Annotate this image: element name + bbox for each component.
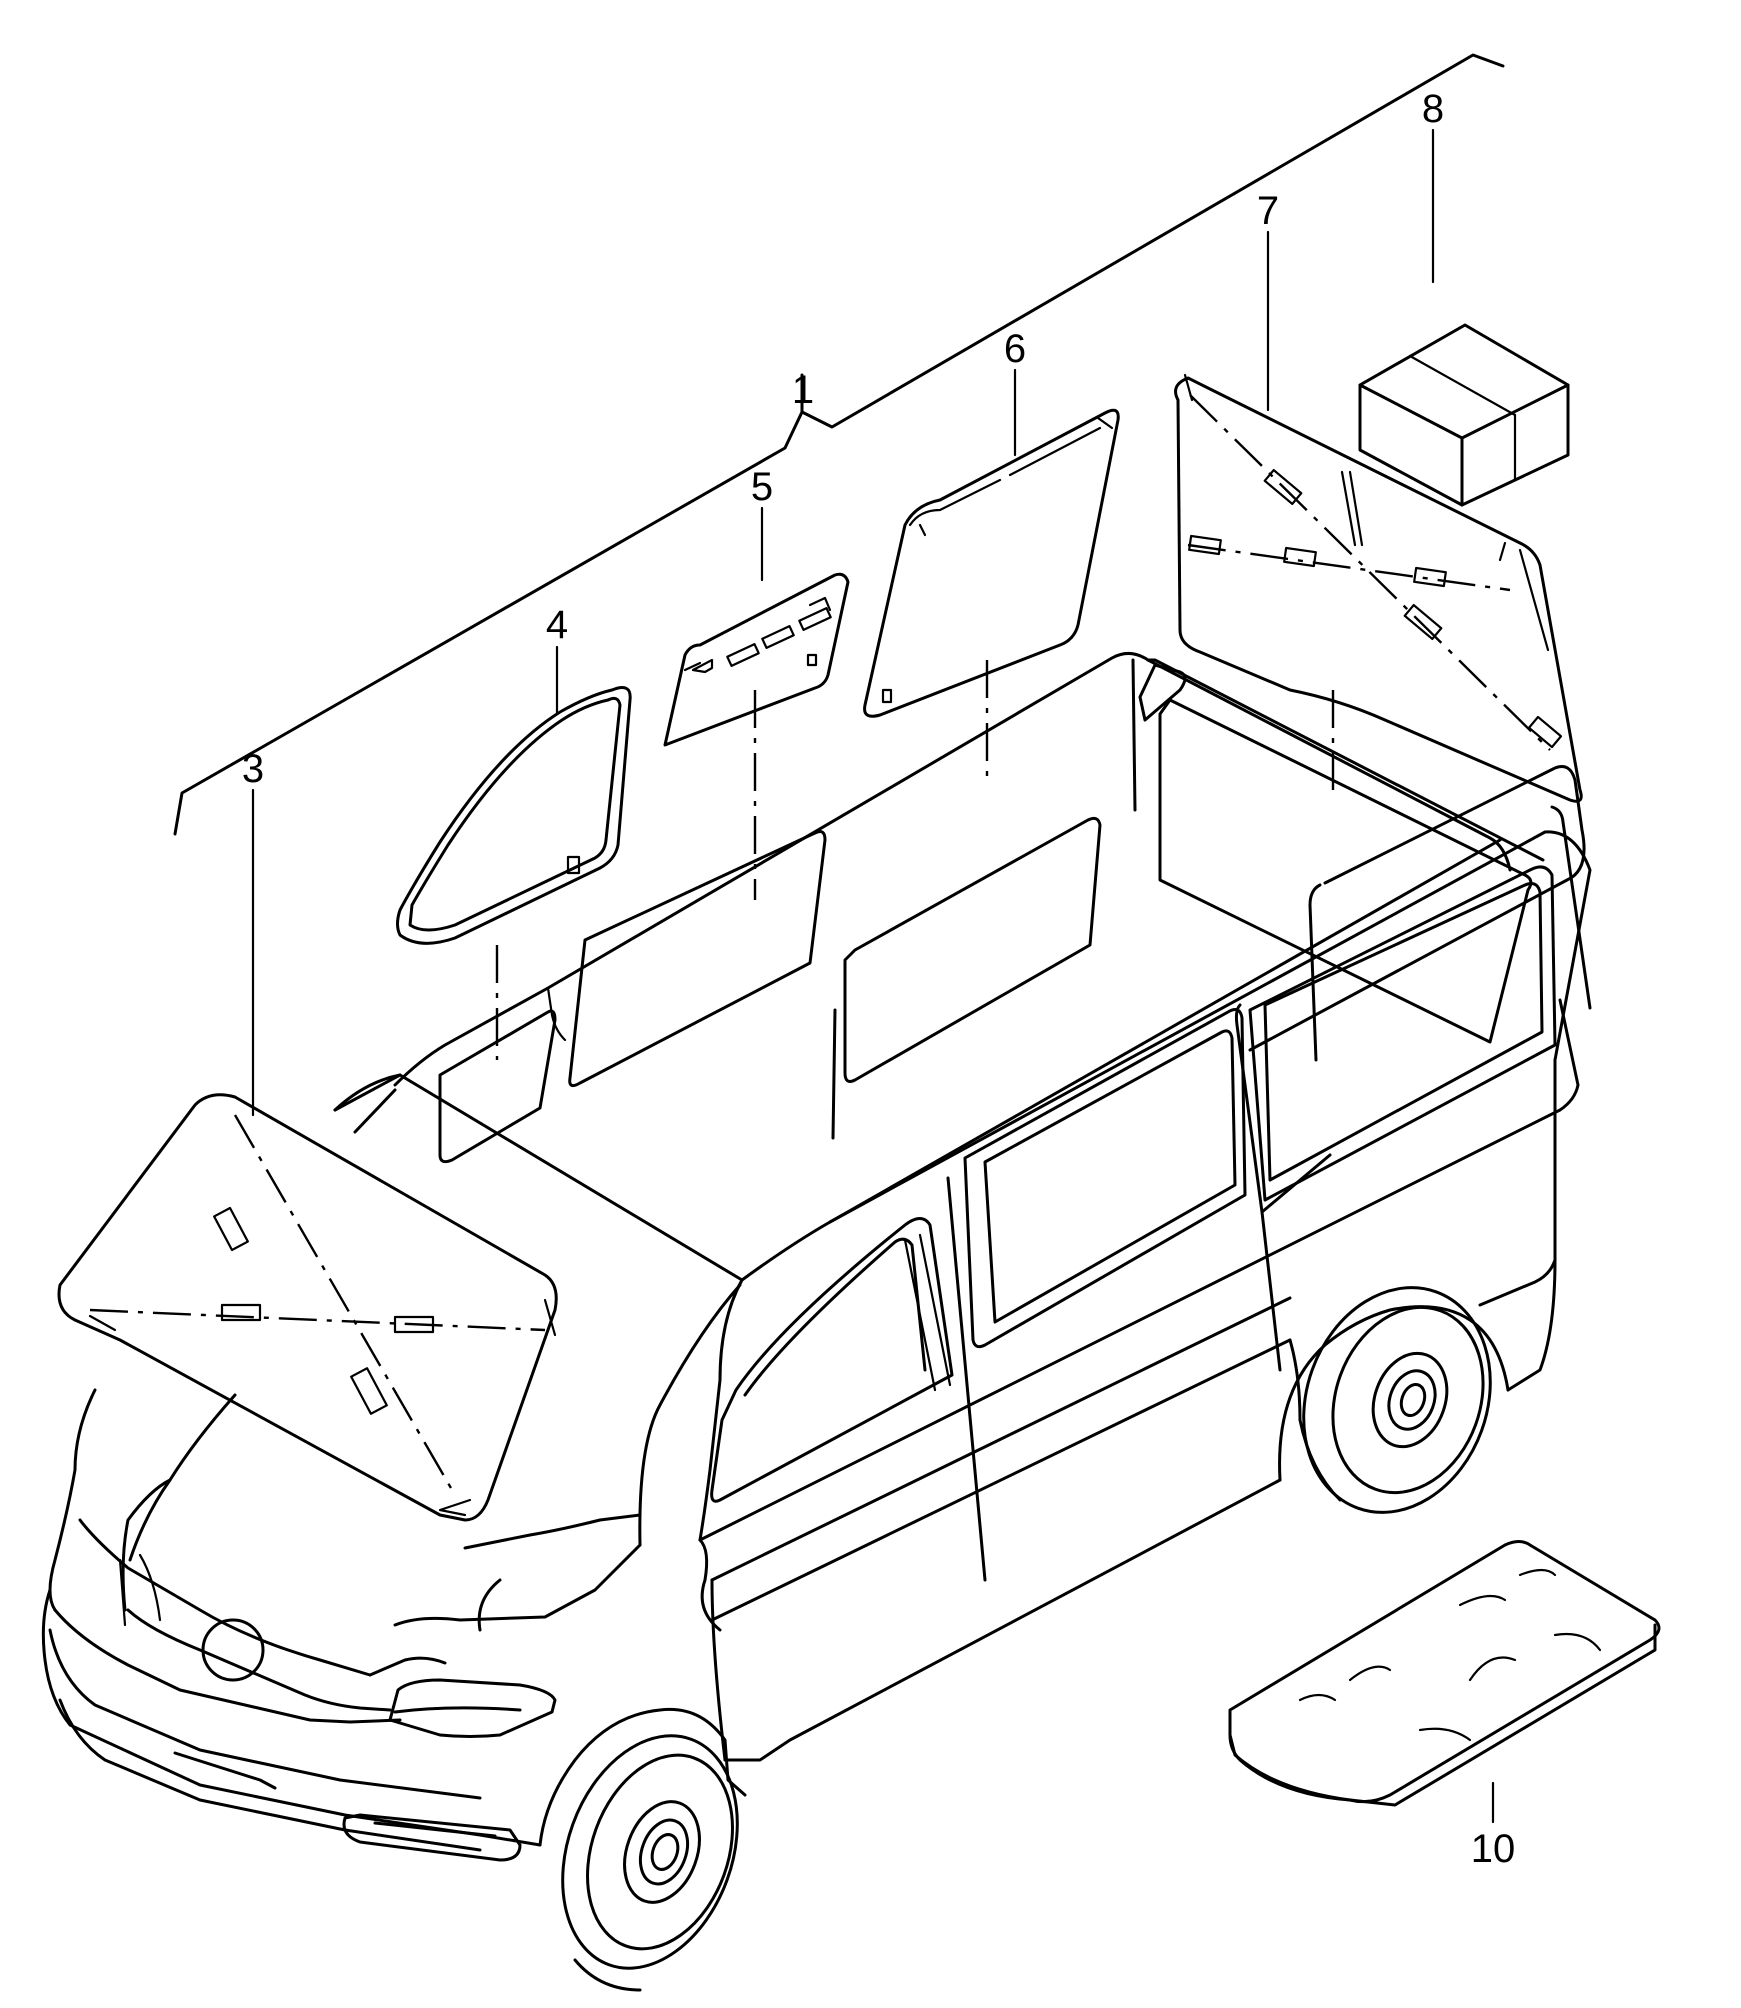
callout-1: 1 bbox=[792, 368, 814, 412]
part-10-mat bbox=[1228, 1540, 1661, 1807]
callout-8: 8 bbox=[1422, 87, 1444, 131]
assembly-dashed-lines bbox=[495, 660, 1335, 1060]
part-7-rear-window bbox=[1174, 373, 1583, 803]
callout-7: 7 bbox=[1257, 189, 1279, 233]
part-6-side-window bbox=[863, 408, 1120, 718]
callout-4: 4 bbox=[546, 603, 568, 647]
group-bracket-1 bbox=[173, 53, 1505, 836]
callout-3: 3 bbox=[242, 747, 264, 791]
van-body bbox=[41, 652, 1592, 1992]
part-3-windscreen bbox=[57, 1093, 558, 1522]
leader-lines bbox=[251, 128, 1495, 1824]
part-5-strip bbox=[663, 572, 850, 747]
callout-6: 6 bbox=[1004, 327, 1026, 371]
callout-5: 5 bbox=[751, 465, 773, 509]
part-8-box bbox=[1358, 323, 1570, 507]
part-4-quarter-window bbox=[396, 686, 632, 945]
callout-10: 10 bbox=[1471, 1827, 1516, 1871]
